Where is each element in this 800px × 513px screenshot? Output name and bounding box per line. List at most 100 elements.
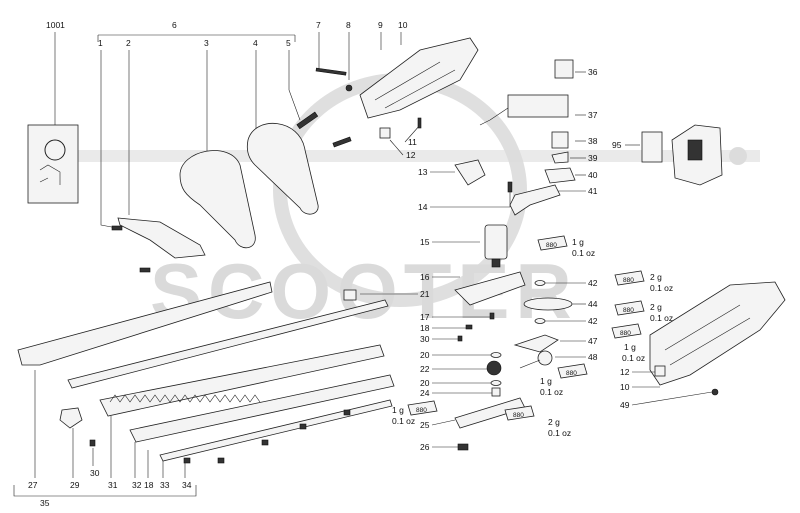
label-3: 3 — [204, 38, 209, 48]
watermark: SCOOTER — [40, 73, 760, 335]
label-26: 26 — [420, 442, 430, 452]
label-34: 34 — [182, 480, 192, 490]
label-1001: 1001 — [46, 20, 65, 30]
part-44-gear — [523, 297, 573, 311]
label-12-right: 12 — [620, 367, 630, 377]
part-4-grip — [246, 122, 319, 215]
part-10-housing — [359, 37, 479, 119]
grease-callout: 880 1 g0.1 oz — [540, 363, 588, 397]
label-48: 48 — [588, 352, 598, 362]
label-18: 18 — [420, 323, 430, 333]
label-20-a: 20 — [420, 350, 430, 360]
label-30-center: 30 — [420, 334, 430, 344]
label-27: 27 — [28, 480, 38, 490]
part-49-screw — [711, 388, 719, 396]
label-18-bottom: 18 — [144, 480, 154, 490]
grease-tube-icon — [537, 235, 568, 251]
screws-1 — [111, 225, 151, 273]
part-41-cover — [509, 184, 561, 216]
part-2-guard — [117, 217, 206, 259]
part-95-battery: 95 — [612, 124, 723, 186]
grease-amount: 1 g — [392, 405, 404, 415]
label-8: 8 — [346, 20, 351, 30]
part-33-blade-lower — [129, 374, 395, 443]
grease-amount: 1 g — [572, 237, 584, 247]
label-22: 22 — [420, 364, 430, 374]
grease-oz: 0.1 oz — [622, 353, 645, 363]
label-41: 41 — [588, 186, 598, 196]
label-21: 21 — [420, 289, 430, 299]
watermark-text: SCOOTER — [150, 247, 578, 335]
grease-code: 880 — [623, 277, 634, 284]
grease-callout: 880 1 g0.1 oz — [611, 323, 645, 363]
grease-oz: 0.1 oz — [548, 428, 571, 438]
grease-tube-icon — [504, 405, 535, 421]
grease-amount: 2 g — [650, 302, 662, 312]
part-12-block — [379, 127, 391, 139]
label-10-top: 10 — [398, 20, 408, 30]
label-5: 5 — [286, 38, 291, 48]
grease-amount: 2 g — [548, 417, 560, 427]
labels-right-bottom: 12 10 49 — [620, 367, 713, 410]
grease-oz: 0.1 oz — [392, 416, 415, 426]
grease-code: 880 — [546, 242, 557, 249]
grease-oz: 0.1 oz — [572, 248, 595, 258]
label-11: 11 — [408, 137, 417, 147]
part-38-plate — [551, 131, 569, 149]
blade-screws — [183, 409, 351, 464]
labels-mid: 11 12 13 14 — [389, 124, 511, 212]
grease-tube-icon — [614, 270, 645, 286]
part-13-clip — [454, 159, 486, 186]
grease-oz: 0.1 oz — [650, 313, 673, 323]
label-13: 13 — [418, 167, 428, 177]
part-27-blade-guard — [17, 281, 273, 366]
label-25: 25 — [420, 420, 430, 430]
grease-code: 880 — [566, 370, 577, 377]
labels-bottom: 27 29 30 31 32 18 33 34 35 — [13, 370, 197, 508]
grease-oz: 0.1 oz — [540, 387, 563, 397]
part-16-gearbox — [454, 271, 526, 306]
part-48-ring — [537, 350, 553, 366]
part-15-motor — [484, 224, 508, 260]
label-40: 40 — [588, 170, 598, 180]
part-10-housing-right — [649, 281, 786, 386]
part-32-blade — [99, 344, 385, 417]
label-12-top: 12 — [406, 150, 416, 160]
part-40-latch — [544, 167, 576, 184]
label-15: 15 — [420, 237, 430, 247]
grease-amount: 1 g — [540, 376, 552, 386]
label-14: 14 — [418, 202, 428, 212]
label-37: 37 — [588, 110, 598, 120]
label-4: 4 — [253, 38, 258, 48]
label-49: 49 — [620, 400, 630, 410]
grease-callout: 880 2 g0.1 oz — [504, 405, 571, 438]
part-29-key — [59, 407, 83, 429]
label-9: 9 — [378, 20, 383, 30]
label-42-b: 42 — [588, 316, 598, 326]
labels-left-top: 1 2 3 4 5 — [98, 38, 301, 229]
label-16: 16 — [420, 272, 430, 282]
grease-callout: 880 1 g0.1 oz — [537, 235, 595, 258]
grease-amount: 1 g — [624, 342, 636, 352]
part-39-clip — [551, 151, 569, 164]
label-30-bottom: 30 — [90, 468, 100, 478]
grease-code: 880 — [513, 412, 524, 419]
part-14-spring — [507, 181, 513, 193]
part-47-eccentric — [513, 334, 559, 353]
part-26-screw — [457, 443, 469, 451]
labels-top-mid: 7 8 9 10 — [316, 20, 408, 80]
grease-tube-icon — [407, 400, 438, 416]
labels-right-top: 36 37 38 39 40 41 — [555, 67, 598, 196]
part-1001: 1001 — [27, 20, 79, 204]
grease-oz: 0.1 oz — [650, 283, 673, 293]
label-33: 33 — [160, 480, 170, 490]
grease-code: 880 — [620, 330, 631, 337]
labels-right-mid: 42 44 42 47 48 — [545, 278, 598, 362]
part-36-label — [554, 59, 574, 79]
part-bar-top — [67, 299, 389, 389]
